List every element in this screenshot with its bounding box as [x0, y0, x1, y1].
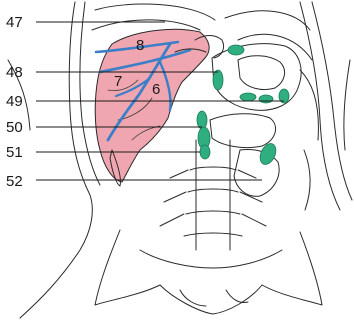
segment-6-label: 6: [152, 81, 160, 98]
segment-8-label: 8: [136, 37, 144, 54]
lymph-nodes: [197, 45, 289, 167]
liver: [95, 29, 209, 182]
callout-51: 51: [6, 144, 23, 161]
segment-7-label: 7: [114, 73, 122, 90]
node-51: [200, 145, 210, 159]
node-49-b: [259, 95, 273, 103]
liver-shape: [95, 29, 209, 182]
node-52: [257, 141, 279, 167]
node-47: [228, 45, 244, 55]
node-49-a: [240, 93, 256, 101]
pelvis: [95, 230, 322, 314]
callout-50: 50: [6, 119, 23, 136]
node-50-a: [197, 111, 207, 129]
callout-47: 47: [6, 14, 23, 31]
node-48: [213, 70, 223, 90]
callout-48: 48: [6, 64, 23, 81]
callout-52: 52: [6, 173, 23, 190]
callout-49: 49: [6, 93, 23, 110]
callout-labels: 47 48 49 50 51 52: [6, 14, 23, 190]
